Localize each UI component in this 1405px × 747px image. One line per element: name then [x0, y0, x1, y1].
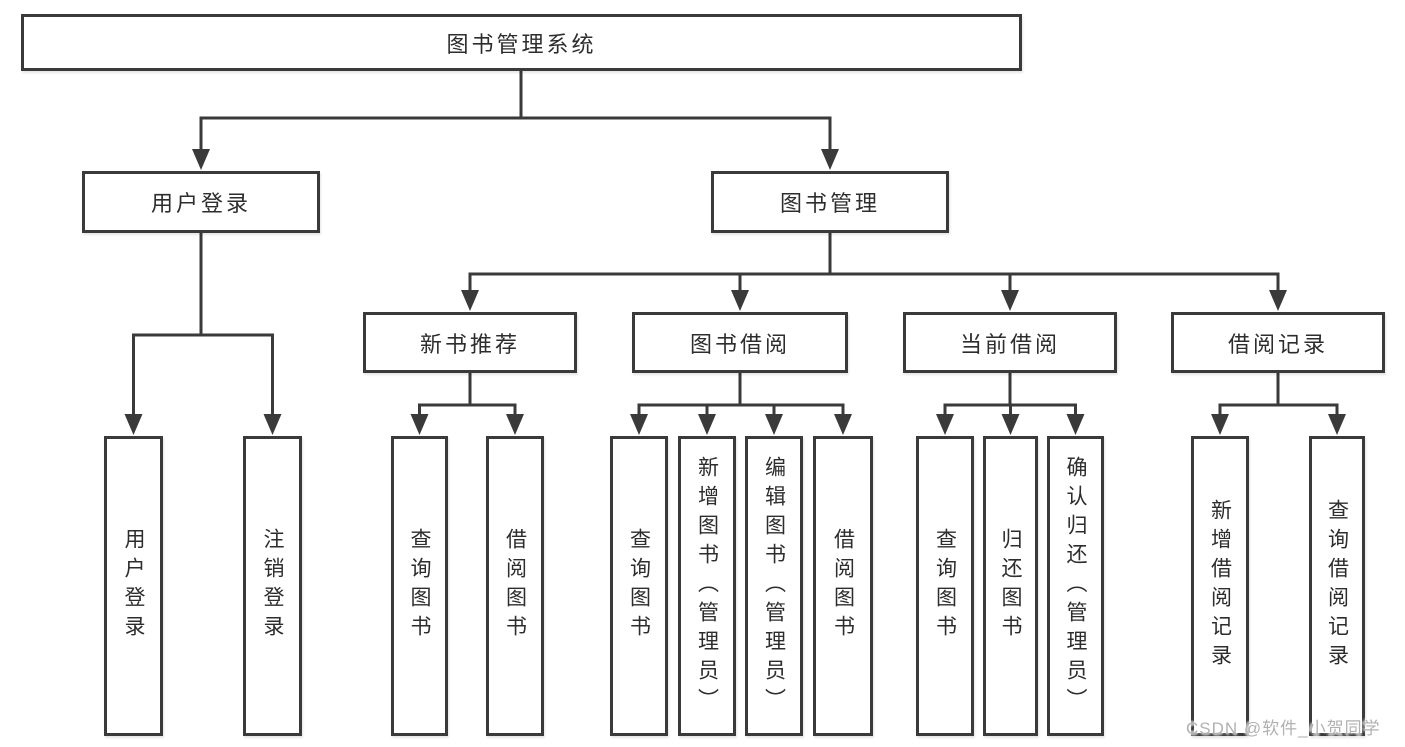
leaf-query-books-recommend: 查询图书: [391, 436, 448, 736]
node-label: 查询图书: [933, 528, 957, 644]
node-label: 注销登录: [261, 528, 284, 644]
node-current-borrow: 当前借阅: [903, 312, 1117, 373]
leaf-borrow-books-recommend: 借阅图书: [486, 436, 544, 736]
node-label: 借阅图书: [503, 528, 527, 644]
node-book-management: 图书管理: [711, 171, 949, 233]
leaf-query-borrow-record: 查询借阅记录: [1309, 436, 1365, 736]
node-root-system: 图书管理系统: [21, 14, 1022, 71]
leaf-user-login: 用户登录: [104, 436, 163, 736]
node-new-book-recommend: 新书推荐: [363, 312, 577, 373]
node-label: 新增图书（管理员）: [695, 455, 719, 717]
node-label: 借阅记录: [1227, 331, 1328, 357]
node-label: 确认归还（管理员）: [1064, 455, 1087, 717]
node-label: 借阅图书: [831, 528, 855, 644]
node-user-login: 用户登录: [82, 171, 320, 233]
node-label: 归还图书: [999, 528, 1022, 644]
leaf-confirm-return-admin: 确认归还（管理员）: [1047, 436, 1104, 736]
node-label: 图书管理系统: [446, 31, 597, 57]
node-label: 用户登录: [150, 191, 251, 216]
leaf-query-books-borrow: 查询图书: [610, 436, 668, 736]
node-label: 用户登录: [122, 528, 145, 644]
node-label: 当前借阅: [959, 331, 1060, 357]
node-label: 查询图书: [627, 528, 651, 644]
arrowhead-icons: [124, 149, 1346, 435]
leaf-logout-login: 注销登录: [243, 436, 302, 736]
node-label: 查询图书: [408, 528, 431, 644]
node-label: 查询借阅记录: [1325, 499, 1349, 673]
node-label: 图书管理: [779, 191, 880, 216]
node-book-borrow: 图书借阅: [632, 312, 848, 373]
leaf-query-books-current: 查询图书: [916, 436, 974, 736]
node-label: 新增借阅记录: [1208, 499, 1232, 673]
node-borrow-records: 借阅记录: [1171, 312, 1385, 373]
watermark: CSDN @软件_小贺同学: [1186, 719, 1381, 738]
leaf-borrow-books: 借阅图书: [813, 436, 873, 736]
leaf-add-borrow-record: 新增借阅记录: [1191, 436, 1249, 736]
node-label: 图书借阅: [689, 331, 790, 357]
leaf-edit-book-admin: 编辑图书（管理员）: [745, 436, 803, 736]
leaf-add-book-admin: 新增图书（管理员）: [678, 436, 736, 736]
leaf-return-book: 归还图书: [983, 436, 1038, 736]
node-label: 新书推荐: [419, 331, 520, 357]
node-label: 编辑图书（管理员）: [762, 455, 786, 717]
